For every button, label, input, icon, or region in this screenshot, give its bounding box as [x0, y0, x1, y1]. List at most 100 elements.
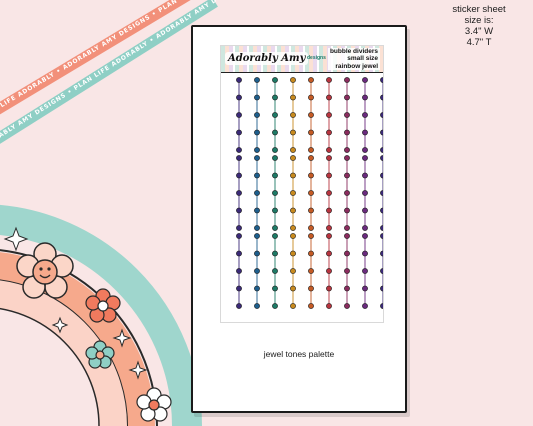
divider-bubble [290, 207, 296, 214]
divider-bubble [326, 112, 332, 118]
divider-bubble [236, 155, 242, 161]
divider-bubble [272, 207, 278, 214]
divider-bubble [236, 77, 242, 83]
divider-bubble [326, 303, 332, 309]
divider-bubble [290, 155, 296, 161]
divider-bubble [380, 112, 383, 118]
smiley-flower-icon [16, 242, 74, 299]
divider-bubble [308, 225, 314, 231]
divider-bubble [308, 303, 314, 309]
divider-bubble [236, 190, 242, 196]
divider-bubble [380, 147, 383, 153]
size-info: sticker sheet size is: 3.4" W 4.7" T [430, 4, 528, 48]
divider-bubble [272, 190, 278, 196]
divider-bubble [254, 285, 260, 292]
divider-bubble [290, 147, 296, 153]
divider-bubble [380, 285, 383, 292]
divider-bubble [236, 233, 242, 239]
divider-bubble [272, 250, 278, 257]
divider-bubble [272, 129, 278, 136]
divider-bubble [326, 155, 332, 161]
sticker-sheet: Adorably Amy designs bubble dividers sma… [220, 45, 384, 323]
divider-bubble [326, 233, 332, 239]
divider-bubble [254, 207, 260, 214]
divider-bubble [254, 129, 260, 136]
divider-bubble [254, 77, 260, 83]
divider-bubble [272, 172, 278, 179]
divider-bubble [290, 172, 296, 179]
sheet-title: bubble dividers small size rainbow jewel [327, 48, 380, 70]
divider-bubble [362, 268, 368, 274]
divider-bubble [362, 172, 368, 179]
ribbon-teal: ADORABLY AMY DESIGNS • PLAN LIFE ADORABL… [0, 0, 219, 151]
divider-bubble [326, 94, 332, 101]
divider-bubble [326, 285, 332, 292]
divider-bubble [254, 250, 260, 257]
divider-bubble [236, 129, 242, 136]
divider-bubble [362, 250, 368, 257]
divider-bubble [272, 147, 278, 153]
divider-bubble [362, 147, 368, 153]
divider-bubble [254, 112, 260, 118]
divider-bubble [308, 207, 314, 214]
divider-bubble [326, 129, 332, 136]
divider-bubble [290, 285, 296, 292]
divider-bubble [272, 112, 278, 118]
divider-bubble [272, 155, 278, 161]
divider-bubble [362, 190, 368, 196]
divider-bubble [272, 233, 278, 239]
divider-bubble [344, 129, 350, 136]
divider-bubble [380, 172, 383, 179]
divider-bubble [254, 94, 260, 101]
sparkle-icon [112, 328, 132, 348]
divider-bubble [326, 172, 332, 179]
sparkle-icon [128, 360, 148, 380]
divider-bubble [308, 129, 314, 136]
sticker-card: Adorably Amy designs bubble dividers sma… [191, 25, 407, 413]
divider-bubble [236, 207, 242, 214]
daisy-icon [85, 288, 121, 323]
divider-bubble [362, 285, 368, 292]
divider-bubble [290, 94, 296, 101]
divider-bubble [236, 112, 242, 118]
divider-bubble [326, 225, 332, 231]
divider-bubble [362, 233, 368, 239]
divider-bubble [272, 285, 278, 292]
sheet-title-line: small size [347, 55, 378, 63]
divider-bubble [254, 190, 260, 196]
bubble-dividers [236, 77, 383, 309]
divider-bubble [344, 285, 350, 292]
divider-bubble [236, 225, 242, 231]
divider-bubble [290, 129, 296, 136]
size-info-height: 4.7" T [466, 37, 492, 48]
divider-bubble [290, 303, 296, 309]
divider-bubble [308, 147, 314, 153]
divider-bubble [290, 77, 296, 83]
divider-bubble [344, 155, 350, 161]
divider-bubble [236, 303, 242, 309]
divider-bubble [344, 207, 350, 214]
divider-bubble [290, 250, 296, 257]
divider-bubble [326, 77, 332, 83]
divider-bubble [308, 268, 314, 274]
divider-bubble [254, 155, 260, 161]
divider-bubble [272, 303, 278, 309]
divider-bubble [344, 172, 350, 179]
divider-bubble [254, 147, 260, 153]
divider-bubble [290, 225, 296, 231]
divider-bubble [308, 94, 314, 101]
sparkle-icon [3, 226, 29, 252]
sheet-header: Adorably Amy designs bubble dividers sma… [221, 46, 383, 73]
divider-bubble [272, 268, 278, 274]
divider-bubble [344, 112, 350, 118]
divider-bubble [362, 94, 368, 101]
divider-bubble [344, 190, 350, 196]
ribbon-teal-text: ADORABLY AMY DESIGNS • PLAN LIFE ADORABL… [0, 0, 218, 151]
svg-text:ADORABLY AMY DESIGNS • PLAN LI: ADORABLY AMY DESIGNS • PLAN LIFE ADORABL… [0, 0, 219, 151]
divider-bubble [380, 155, 383, 161]
divider-bubble [362, 77, 368, 83]
divider-bubble [380, 77, 383, 83]
divider-bubble [290, 112, 296, 118]
divider-bubble [380, 268, 383, 274]
